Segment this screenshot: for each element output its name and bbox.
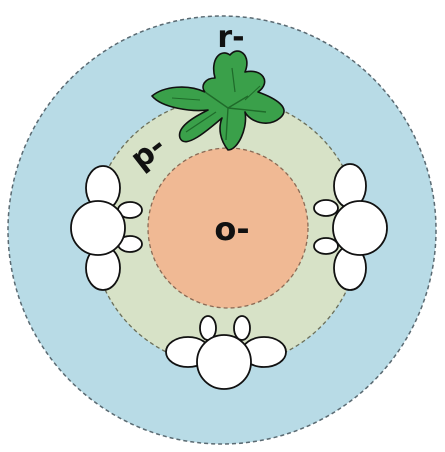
outer-ring-label: r- (217, 20, 244, 55)
leaf-icon (151, 50, 285, 151)
flower-icon (165, 315, 287, 390)
flower-icon (70, 165, 143, 291)
flower-icon (313, 163, 388, 291)
center-circle (147, 147, 309, 309)
center-label: o- (214, 210, 249, 248)
